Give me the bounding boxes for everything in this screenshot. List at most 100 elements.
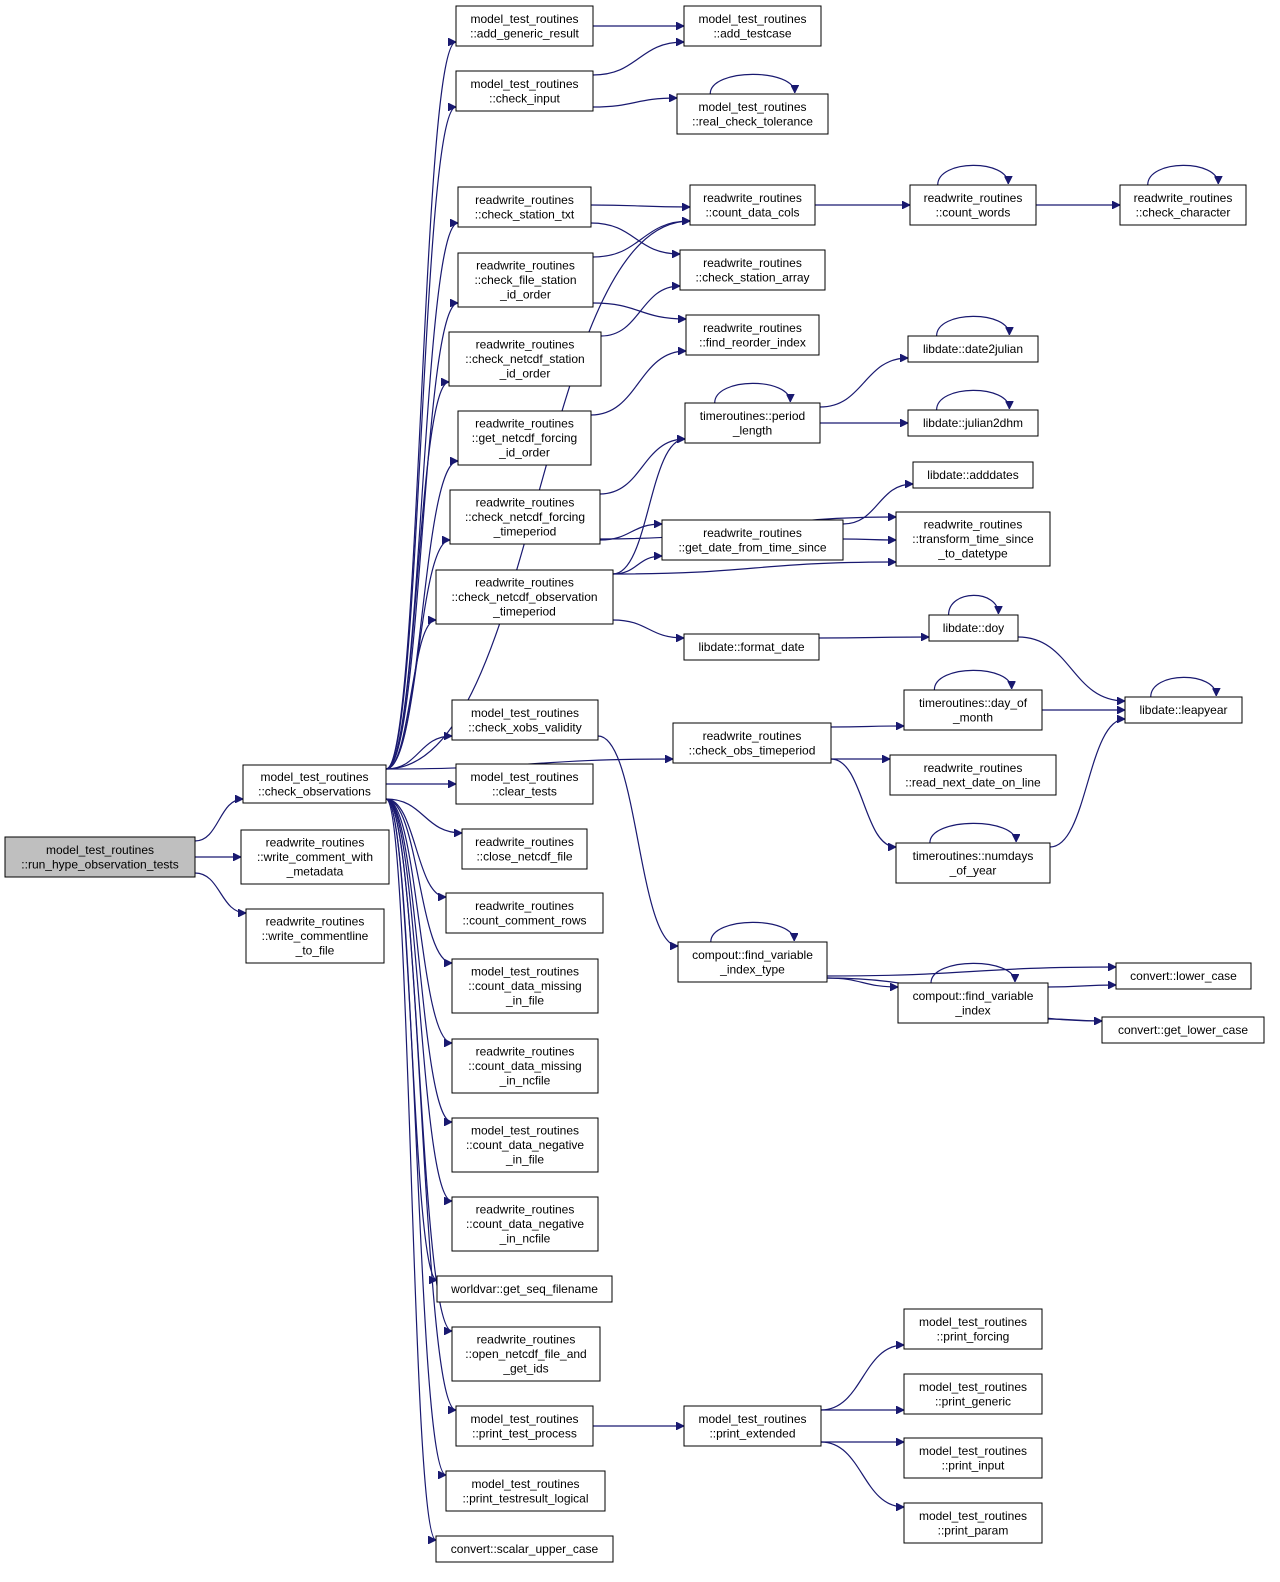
node-label-line: ::check_input — [489, 91, 560, 105]
node-count-words[interactable]: readwrite_routines::count_words — [909, 184, 1037, 226]
node-transform-time-since[interactable]: readwrite_routines::transform_time_since… — [895, 511, 1051, 567]
node-read-next-date[interactable]: readwrite_routines::read_next_date_on_li… — [889, 754, 1057, 796]
node-doy[interactable]: libdate::doy — [928, 614, 1019, 642]
node-box — [451, 1117, 599, 1173]
node-close-netcdf[interactable]: readwrite_routines::close_netcdf_file — [461, 828, 588, 870]
node-print-extended[interactable]: model_test_routines::print_extended — [683, 1405, 822, 1447]
node-label-line: _index_type — [719, 962, 785, 976]
node-print-input[interactable]: model_test_routines::print_input — [903, 1437, 1043, 1479]
node-format-date[interactable]: libdate::format_date — [683, 633, 820, 661]
node-label-line: readwrite_routines — [476, 338, 575, 352]
node-check-netcdf-station[interactable]: readwrite_routines::check_netcdf_station… — [448, 331, 602, 387]
node-print-param[interactable]: model_test_routines::print_param — [903, 1502, 1043, 1544]
node-check-file-station[interactable]: readwrite_routines::check_file_station_i… — [457, 252, 594, 308]
node-print-generic[interactable]: model_test_routines::print_generic — [903, 1373, 1043, 1415]
node-day-of-month[interactable]: timeroutines::day_of_month — [903, 689, 1043, 731]
node-get-lower-case[interactable]: convert::get_lower_case — [1101, 1016, 1265, 1044]
edge-format-date-to-doy — [818, 637, 929, 638]
node-label-line: ::print_testresult_logical — [462, 1491, 588, 1505]
node-scalar-upper-case[interactable]: convert::scalar_upper_case — [435, 1535, 614, 1563]
node-date2julian[interactable]: libdate::date2julian — [907, 335, 1039, 363]
node-check-station-array[interactable]: readwrite_routines::check_station_array — [679, 249, 826, 291]
node-add-generic[interactable]: model_test_routines::add_generic_result — [455, 5, 594, 47]
node-count-data-cols[interactable]: readwrite_routines::count_data_cols — [689, 184, 816, 226]
node-clear-tests[interactable]: model_test_routines::clear_tests — [455, 763, 594, 805]
node-box — [457, 410, 592, 466]
node-box — [661, 519, 844, 561]
node-box — [928, 614, 1019, 642]
edge-check-netcdf-obs-tp-to-period-length — [612, 439, 686, 575]
node-find-variable-index-type[interactable]: compout::find_variable_index_type — [677, 941, 828, 983]
node-leapyear[interactable]: libdate::leapyear — [1124, 696, 1243, 724]
node-get-date-from-time-since[interactable]: readwrite_routines::get_date_from_time_s… — [661, 519, 844, 561]
node-box — [903, 1308, 1043, 1350]
node-add-testcase[interactable]: model_test_routines::add_testcase — [683, 5, 822, 47]
node-count-comment-rows[interactable]: readwrite_routines::count_comment_rows — [445, 892, 604, 934]
edge-run-hype-to-check-obs — [194, 799, 244, 842]
node-write-comment-meta[interactable]: readwrite_routines::write_comment_with_m… — [240, 829, 390, 885]
node-print-forcing[interactable]: model_test_routines::print_forcing — [903, 1308, 1043, 1350]
node-check-netcdf-obs-tp[interactable]: readwrite_routines::check_netcdf_observa… — [435, 569, 614, 625]
edge-julian2dhm-to-julian2dhm — [936, 389, 1010, 411]
node-label-line: readwrite_routines — [924, 761, 1023, 775]
node-label-line: ::transform_time_since — [912, 532, 1034, 546]
node-label-line: _in_ncfile — [499, 1074, 551, 1088]
node-label-line: ::print_param — [938, 1523, 1009, 1537]
node-label-line: ::open_netcdf_file_and — [465, 1347, 586, 1361]
node-label-line: libdate::doy — [943, 621, 1004, 635]
node-get-seq-filename[interactable]: worldvar::get_seq_filename — [436, 1275, 613, 1303]
node-check-character[interactable]: readwrite_routines::check_character — [1119, 184, 1247, 226]
node-label-line: model_test_routines — [260, 770, 368, 784]
node-box — [679, 249, 826, 291]
node-check-station-txt[interactable]: readwrite_routines::check_station_txt — [457, 186, 592, 228]
node-label-line: _metadata — [286, 865, 344, 879]
node-box — [1115, 962, 1252, 990]
node-numdays-of-year[interactable]: timeroutines::numdays_of_year — [895, 842, 1051, 884]
node-print-test-process[interactable]: model_test_routines::print_test_process — [455, 1405, 594, 1447]
node-julian2dhm[interactable]: libdate::julian2dhm — [907, 409, 1039, 437]
node-box — [457, 252, 594, 308]
node-find-variable-index[interactable]: compout::find_variable_index — [897, 982, 1049, 1024]
edge-check-obs-to-print-test-process — [385, 798, 457, 1410]
node-box — [683, 633, 820, 661]
edge-count-words-to-count-words — [937, 164, 1009, 186]
node-box — [683, 1405, 822, 1447]
edge-get-date-from-time-since-to-adddates — [842, 484, 913, 525]
node-label-line: model_test_routines — [470, 12, 578, 26]
edge-check-obs-to-cdm-nc — [385, 798, 453, 1043]
node-period-length[interactable]: timeroutines::period_length — [684, 402, 821, 444]
node-label-line: ::add_testcase — [713, 26, 791, 40]
edge-find-variable-index-type-to-find-variable-index-type — [710, 921, 794, 943]
edge-check-netcdf-obs-tp-to-transform-time-since — [612, 562, 896, 575]
node-check-obs-timeperiod[interactable]: readwrite_routines::check_obs_timeperiod — [672, 722, 832, 764]
node-label-line: readwrite_routines — [475, 899, 574, 913]
node-cdn-nc[interactable]: readwrite_routines::count_data_negative_… — [451, 1196, 599, 1252]
node-label-line: timeroutines::numdays — [913, 849, 1034, 863]
node-label-line: ::count_words — [936, 205, 1011, 219]
node-print-testresult-logical[interactable]: model_test_routines::print_testresult_lo… — [445, 1470, 606, 1512]
edge-check-station-txt-to-count-data-cols — [590, 205, 690, 207]
node-check-obs[interactable]: model_test_routines::check_observations — [242, 764, 387, 804]
node-write-commentline[interactable]: readwrite_routines::write_commentline_to… — [245, 908, 385, 964]
node-check-netcdf-forcing-tp[interactable]: readwrite_routines::check_netcdf_forcing… — [449, 489, 601, 545]
node-label-line: model_test_routines — [919, 1380, 1027, 1394]
node-run-hype[interactable]: model_test_routines::run_hype_observatio… — [4, 836, 196, 878]
node-cdn-file[interactable]: model_test_routines::count_data_negative… — [451, 1117, 599, 1173]
node-box — [455, 70, 594, 112]
edge-check-obs-to-scalar-upper-case — [385, 798, 437, 1540]
edge-find-variable-index-type-to-lower-case — [826, 967, 1116, 977]
node-open-netcdf[interactable]: readwrite_routines::open_netcdf_file_and… — [451, 1326, 601, 1382]
node-check-xobs[interactable]: model_test_routines::check_xobs_validity — [451, 699, 599, 741]
node-get-netcdf-forcing[interactable]: readwrite_routines::get_netcdf_forcing_i… — [457, 410, 592, 466]
node-real-check-tol[interactable]: model_test_routines::real_check_toleranc… — [676, 93, 829, 135]
node-find-reorder-index[interactable]: readwrite_routines::find_reorder_index — [685, 314, 820, 356]
node-label-line: ::check_netcdf_observation — [451, 590, 597, 604]
node-check-input[interactable]: model_test_routines::check_input — [455, 70, 594, 112]
node-lower-case[interactable]: convert::lower_case — [1115, 962, 1252, 990]
node-cdm-file[interactable]: model_test_routines::count_data_missing_… — [451, 958, 599, 1014]
node-label-line: readwrite_routines — [475, 193, 574, 207]
node-label-line: ::count_data_negative — [466, 1138, 584, 1152]
node-adddates[interactable]: libdate::adddates — [912, 461, 1034, 489]
node-cdm-nc[interactable]: readwrite_routines::count_data_missing_i… — [451, 1038, 599, 1094]
node-label-line: convert::get_lower_case — [1118, 1023, 1248, 1037]
